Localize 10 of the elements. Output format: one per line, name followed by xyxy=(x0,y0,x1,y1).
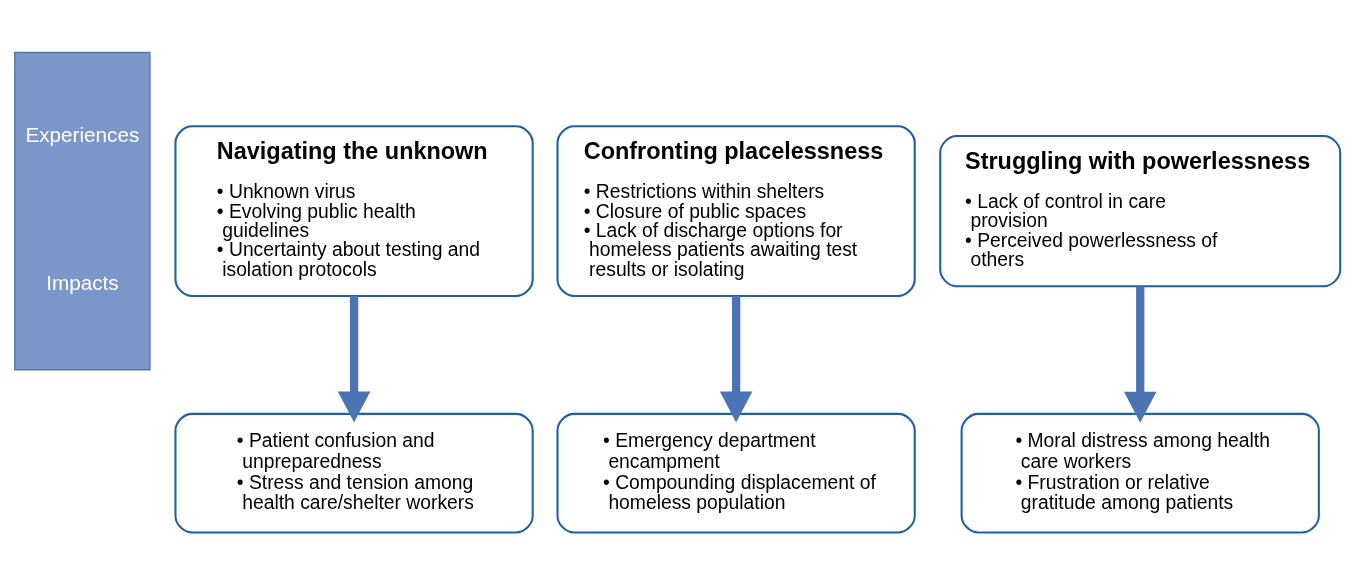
node-box: • Emergency department encampment • Compounding displacement of homeless population xyxy=(556,412,916,533)
arrow xyxy=(719,295,753,422)
node-box: Confronting placelessness • Restrictions within shelters • Closure of public spaces • Lack of discharge options for homeless patients awaiting test results or isolating xyxy=(556,124,916,297)
node-box: • Patient confusion and unpreparedness • Stress and tension among health care/shelter workers xyxy=(174,412,534,533)
node-box: Navigating the unknown • Unknown virus • Evolving public health guidelines • Uncertainty about testing and isolation protocols xyxy=(174,124,534,297)
node-box: • Moral distress among health care workers • Frustration or relative gratitude among patients xyxy=(960,412,1320,533)
arrow xyxy=(337,295,371,422)
arrow xyxy=(1123,285,1157,423)
node-box: Experiences Impacts xyxy=(14,51,151,370)
node-box: Struggling with powerlessness • Lack of control in care provision • Perceived powerlessness of others xyxy=(939,134,1342,287)
